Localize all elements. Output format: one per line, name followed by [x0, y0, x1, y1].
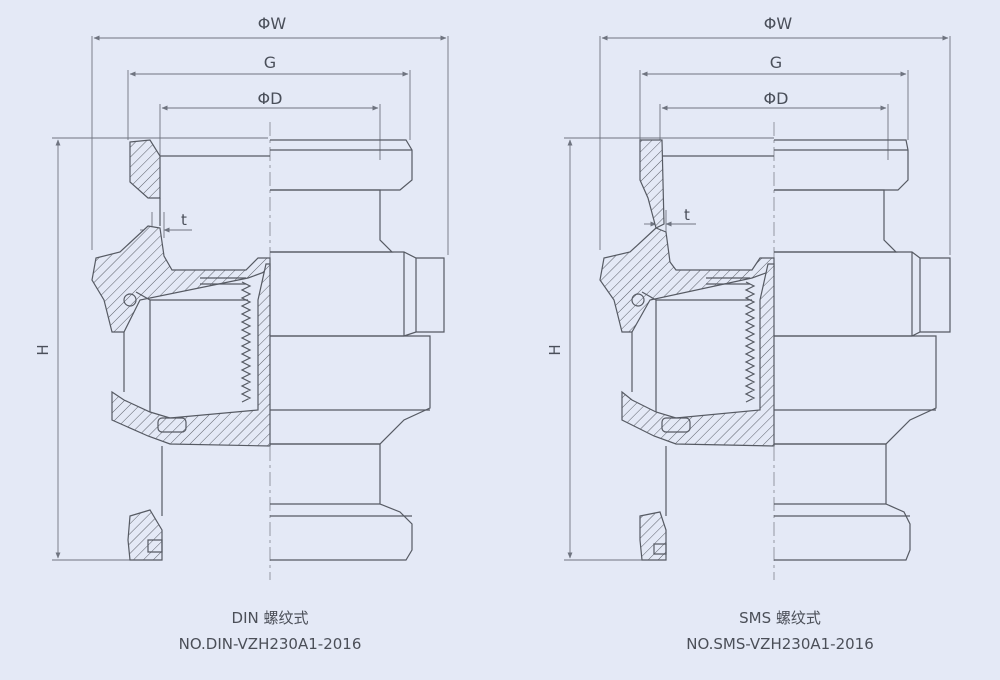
dimension-h-label: H: [546, 344, 564, 355]
exterior-half: [774, 139, 951, 561]
sms-view-title: SMS 螺纹式: [739, 609, 821, 627]
section-half: [91, 139, 271, 561]
dimension-g-label: G: [770, 53, 782, 72]
sms-drawing-number: NO.SMS-VZH230A1-2016: [686, 635, 874, 653]
dimension-g: [127, 70, 411, 140]
din-valve-drawing: ΦW G ΦD H t: [34, 14, 449, 580]
din-drawing-number: NO.DIN-VZH230A1-2016: [178, 635, 362, 653]
dimension-h-label: H: [34, 344, 52, 355]
sms-valve-drawing: ΦW G ΦD H t: [546, 14, 951, 580]
dimension-d: [159, 104, 381, 160]
dimension-w: [91, 35, 449, 255]
din-view-title: DIN 螺纹式: [231, 609, 309, 627]
dimension-w-label: ΦW: [764, 14, 793, 33]
dimension-t-label: t: [684, 206, 690, 224]
dimension-d-label: ΦD: [764, 89, 789, 108]
exterior-half: [270, 139, 445, 561]
spring: [240, 281, 252, 403]
dimension-d-label: ΦD: [258, 89, 283, 108]
dimension-t-label: t: [181, 211, 187, 229]
section-outline: [631, 155, 774, 555]
dimension-g-label: G: [264, 53, 276, 72]
dimension-g: [639, 70, 909, 140]
dimension-h: [564, 137, 774, 561]
section-half: [599, 139, 775, 561]
section-outline: [123, 155, 270, 553]
dimension-w-label: ΦW: [258, 14, 287, 33]
spring: [744, 281, 756, 403]
dimension-w: [599, 35, 951, 255]
